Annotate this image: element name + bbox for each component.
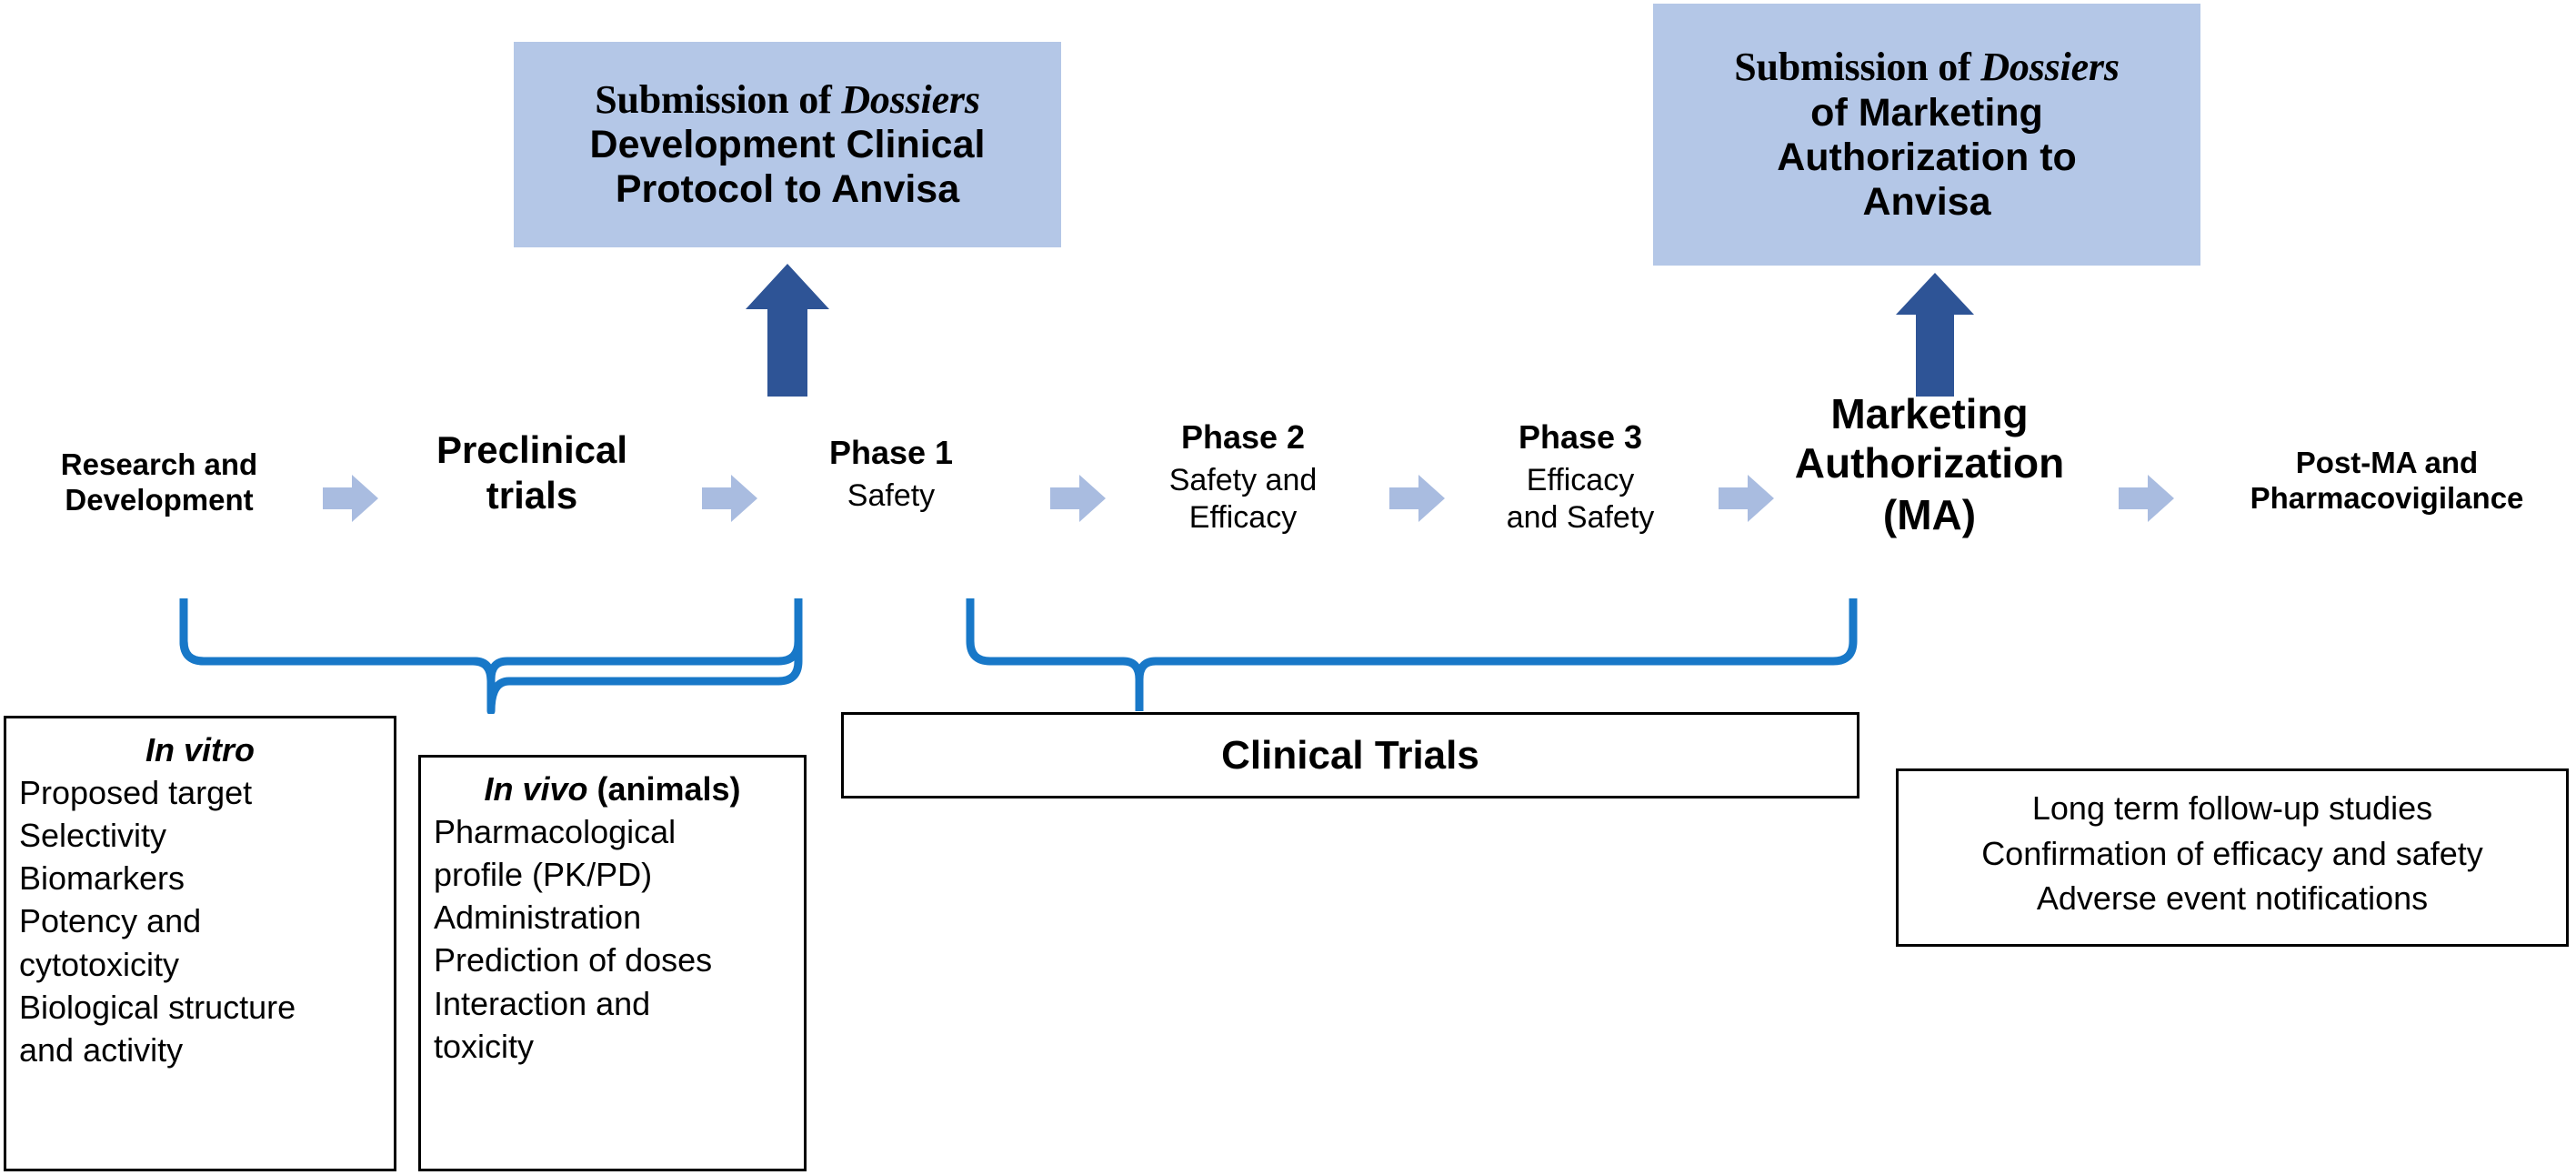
detail-box-in-vitro: In vitro Proposed target Selectivity Bio… <box>4 716 396 1171</box>
stage-4-sub-line1: Efficacy <box>1526 463 1635 498</box>
post-ma-item: Adverse event notifications <box>2036 879 2429 918</box>
in-vivo-item: profile (PK/PD) <box>434 856 653 894</box>
stage-0-title-line1: Research and <box>60 447 258 481</box>
submission-box-2-line1: Submission of Dossiers <box>1734 45 2120 90</box>
submission-box-1-line1: Submission of Dossiers <box>595 76 980 122</box>
in-vitro-header: In vitro <box>145 731 255 768</box>
stage-6-title-line1: Post-MA and <box>2295 446 2479 479</box>
stage-2-title-line1: Phase 1 <box>828 434 954 471</box>
flow-arrow-icon-1 <box>323 474 379 523</box>
stage-post-ma-pharmacovigilance: Post-MA and Pharmacovigilance <box>2200 446 2573 517</box>
stage-phase-2: Phase 2 Safety and Efficacy <box>1125 418 1361 536</box>
curly-brace-icon-clinical-trials-group <box>959 596 1864 714</box>
in-vivo-item: Prediction of doses <box>434 941 713 979</box>
in-vitro-item: Biomarkers <box>19 859 185 898</box>
stage-1-title-line2: trials <box>486 473 578 517</box>
in-vitro-item: and activity <box>19 1030 184 1069</box>
up-arrow-icon-marketing-authorization-submission <box>1894 271 1976 398</box>
in-vitro-item: Potency and <box>19 902 202 940</box>
detail-box-clinical-trials: Clinical Trials <box>841 712 1859 798</box>
stage-5-title-line2: Authorization <box>1794 439 2065 487</box>
in-vivo-item: Pharmacological <box>434 813 677 850</box>
stage-3-sub-line1: Safety and <box>1168 463 1318 498</box>
submission-box-marketing-authorization: Submission of Dossiers of Marketing Auth… <box>1653 4 2200 266</box>
submission-box-1-line3: Protocol to Anvisa <box>615 167 960 212</box>
stage-research-and-development: Research and Development <box>9 447 309 518</box>
in-vitro-item: Proposed target <box>19 774 253 811</box>
stage-1-title-line1: Preclinical <box>436 428 628 471</box>
post-ma-item: Confirmation of efficacy and safety <box>1981 834 2483 872</box>
in-vivo-item: toxicity <box>434 1027 535 1065</box>
post-ma-item: Long term follow-up studies <box>2031 789 2433 827</box>
stage-2-sub-line1: Safety <box>847 478 936 514</box>
clinical-trials-label: Clinical Trials <box>1221 732 1479 778</box>
flow-arrow-icon-4 <box>1389 474 1446 523</box>
in-vitro-item: Biological structure <box>19 988 296 1026</box>
stage-5-sub-line1: (MA) <box>1882 490 1977 538</box>
submission-box-1-line2: Development Clinical <box>589 123 986 167</box>
stage-3-sub-line2: Efficacy <box>1188 499 1298 535</box>
stage-3-title-line1: Phase 2 <box>1180 418 1306 456</box>
stage-4-title-line1: Phase 3 <box>1518 418 1643 456</box>
submission-box-development-clinical-protocol: Submission of Dossiers Development Clini… <box>514 42 1061 247</box>
in-vitro-item: cytotoxicity <box>19 945 180 983</box>
up-arrow-icon-protocol-submission <box>744 262 831 398</box>
stage-preclinical-trials: Preclinical trials <box>391 427 673 517</box>
flow-arrow-icon-5 <box>1719 474 1775 523</box>
stage-6-title-line2: Pharmacovigilance <box>2250 480 2524 515</box>
in-vivo-item: Administration <box>434 899 642 937</box>
flow-arrow-icon-6 <box>2119 474 2175 523</box>
detail-box-in-vivo: In vivo (animals) Pharmacological profil… <box>418 755 807 1171</box>
in-vitro-item: Selectivity <box>19 817 167 855</box>
submission-box-2-line3: Authorization to <box>1777 135 2077 179</box>
submission-box-2-line4: Anvisa <box>1862 179 1991 224</box>
stage-phase-1: Phase 1 Safety <box>777 434 1005 515</box>
in-vivo-item: Interaction and <box>434 984 651 1022</box>
detail-box-post-ma: Long term follow-up studies Confirmation… <box>1896 768 2569 947</box>
in-vivo-header: In vivo (animals) <box>484 770 741 808</box>
submission-box-2-line2: of Marketing <box>1810 90 2043 135</box>
stage-4-sub-line2: and Safety <box>1506 499 1655 535</box>
flow-arrow-icon-2 <box>702 474 758 523</box>
stage-marketing-authorization: Marketing Authorization (MA) <box>1775 389 2084 539</box>
stage-0-title-line2: Development <box>65 482 254 517</box>
curly-brace-icon-preclinical-group <box>173 596 809 716</box>
stage-phase-3: Phase 3 Efficacy and Safety <box>1467 418 1694 536</box>
flow-arrow-icon-3 <box>1050 474 1107 523</box>
stage-5-title-line1: Marketing <box>1830 390 2029 437</box>
